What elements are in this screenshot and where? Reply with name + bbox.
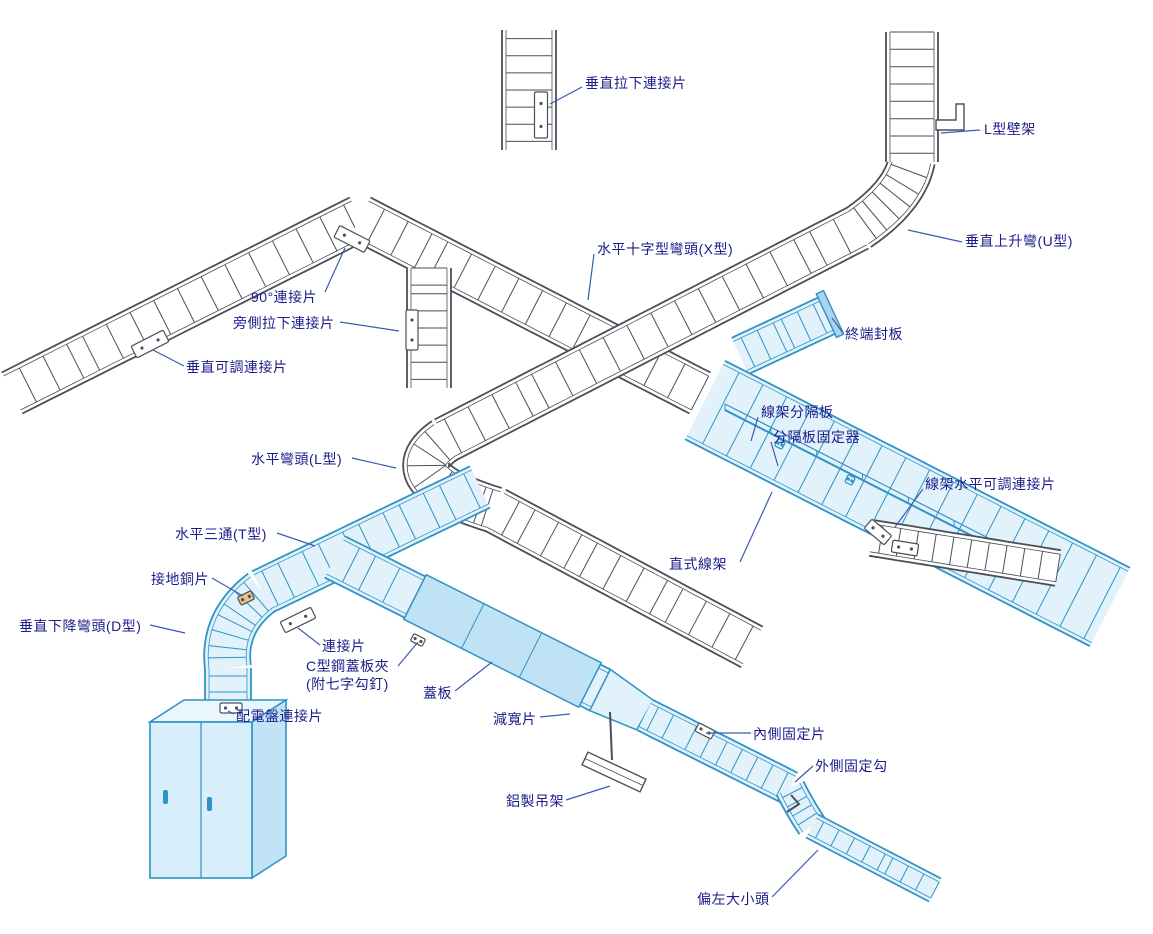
part-left-run	[1, 196, 371, 415]
label-horizontal-cross-elbow-x: 水平十字型彎頭(X型)	[597, 241, 734, 257]
part-gray-lower-run	[483, 488, 764, 669]
label-inner-fixing-plate: 內側固定片	[753, 726, 826, 742]
part-outer-hook	[786, 794, 801, 813]
part-cabinet	[147, 698, 289, 880]
label-panel-board-connector: 配電盤連接片	[236, 708, 323, 724]
part-d-bend	[203, 572, 277, 672]
part-vertical-ladder-right	[885, 31, 939, 162]
label-vertical-rising-bend-u: 垂直上升彎(U型)	[965, 233, 1073, 249]
part-adjustable-branch	[864, 519, 1062, 587]
label-cover-plate: 蓋板	[423, 685, 452, 701]
part-90-connector	[333, 225, 371, 253]
label-l-type-wall-bracket: L型壁架	[984, 121, 1036, 137]
part-covers	[402, 573, 603, 709]
part-width-reducer	[588, 668, 655, 731]
label-c-channel-cover-clamp: C型鋼蓋板夾 (附七字勾釘)	[306, 658, 390, 693]
part-wall-bracket	[935, 103, 965, 131]
label-vertical-adjustable-connector: 垂直可調連接片	[186, 359, 288, 375]
label-outer-fixing-hook: 外側固定勾	[815, 758, 888, 774]
label-straight-tray: 直式線架	[669, 556, 727, 572]
label-tray-divider-plate: 線架分隔板	[761, 404, 834, 420]
label-tray-horizontal-adjustable-connector: 線架水平可調連接片	[925, 476, 1056, 492]
leader-lines	[149, 86, 981, 898]
label-grounding-copper-plate: 接地銅片	[151, 571, 209, 587]
part-divider	[724, 403, 1001, 551]
part-hanger	[581, 711, 647, 793]
part-vertical-adjustable	[130, 329, 170, 359]
label-connector-plate: 連接片	[322, 638, 366, 654]
part-end-cap-plate	[815, 289, 845, 339]
label-side-pulldown-connector: 旁側拉下連接片	[233, 315, 335, 331]
label-90-degree-connector: 90°連接片	[251, 289, 318, 305]
label-vertical-descending-elbow-d: 垂直下降彎頭(D型)	[19, 618, 142, 634]
label-horizontal-elbow-l: 水平彎頭(L型)	[251, 451, 343, 467]
part-divider-fixers	[774, 438, 856, 486]
label-end-cap-plate: 終端封板	[845, 326, 903, 342]
label-divider-plate-fixer: 分隔板固定器	[773, 429, 860, 445]
label-width-reducer: 減寬片	[493, 711, 537, 727]
label-vertical-pulldown-connector: 垂直拉下連接片	[585, 75, 687, 91]
label-left-offset-reducer: 偏左大小頭	[697, 891, 770, 907]
part-cover-clamp	[410, 633, 426, 647]
part-offset-jog	[775, 780, 826, 835]
part-bottom-run-a	[636, 698, 799, 805]
part-grounding-plate	[237, 590, 255, 606]
part-tee-through-run	[251, 465, 491, 633]
part-side-pulldown-ladder	[405, 267, 452, 388]
part-vertical-ladder-top	[501, 30, 557, 150]
part-bottom-run-b	[805, 813, 942, 903]
label-aluminum-hanger: 鋁製吊架	[506, 793, 564, 809]
part-main-run-ne-sw	[434, 206, 869, 462]
label-horizontal-tee-t: 水平三通(T型)	[175, 526, 267, 542]
part-u-bend	[844, 155, 936, 248]
